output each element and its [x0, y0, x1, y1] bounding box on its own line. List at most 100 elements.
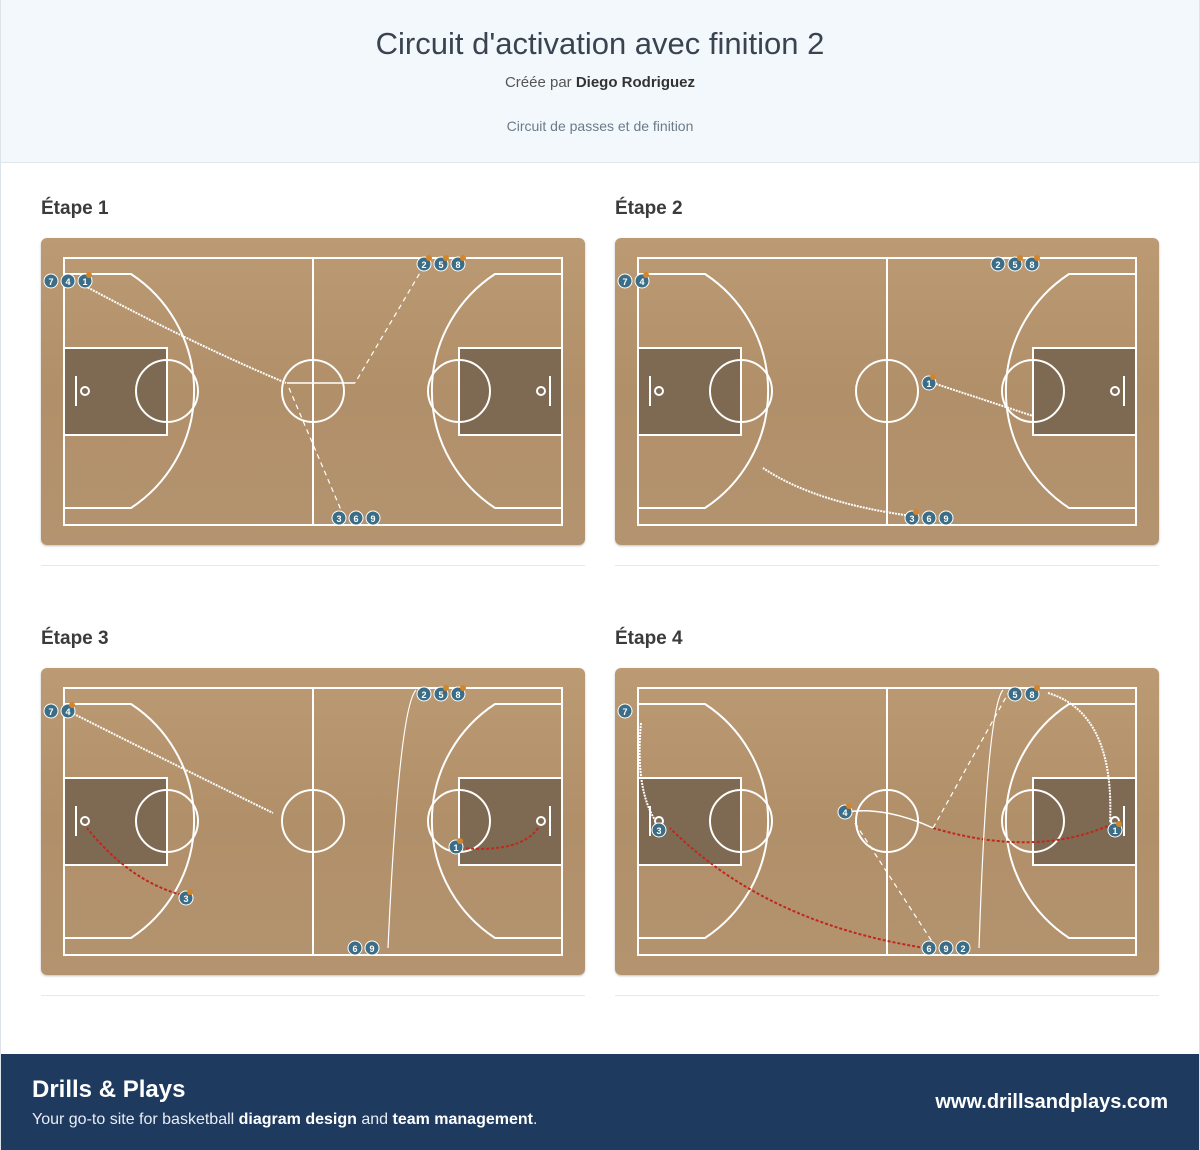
- cut-line: [387, 689, 417, 949]
- court-diagram-3[interactable]: 7 4 2 5 8 3 1 6 9: [41, 668, 585, 975]
- left-rim: [80, 816, 90, 826]
- left-paint: [63, 777, 168, 866]
- left-rim: [654, 386, 664, 396]
- player-number: 5: [1012, 690, 1017, 700]
- ball-icon: [930, 374, 936, 380]
- player-token: [651, 822, 667, 838]
- player-token: [43, 273, 59, 289]
- divider: [41, 995, 585, 996]
- player-number: 7: [48, 277, 53, 287]
- player-number: 7: [622, 277, 627, 287]
- right-rim: [536, 816, 546, 826]
- court-svg-1: 7 4 1 2 5 8 3 6 9: [43, 255, 563, 526]
- player-number: 4: [65, 707, 70, 717]
- dribble-path: [1047, 692, 1112, 824]
- player-number: 6: [926, 514, 931, 524]
- ball-icon: [1017, 255, 1023, 261]
- right-ft-circle: [1001, 359, 1065, 423]
- player-number: 5: [438, 260, 443, 270]
- right-ft-circle: [1001, 789, 1065, 853]
- ball-icon: [457, 838, 463, 844]
- player-number: 9: [943, 944, 948, 954]
- page-title: Circuit d'activation avec finition 2: [375, 26, 825, 61]
- player-token: [348, 510, 364, 526]
- player-number: 3: [909, 514, 914, 524]
- step-3-title: Étape 3: [41, 628, 109, 649]
- pass-line: [288, 387, 342, 511]
- player-number: 8: [455, 690, 460, 700]
- left-three-point-line: [64, 273, 196, 509]
- player-token: [955, 940, 971, 956]
- dribble-path: [67, 710, 274, 814]
- drill-description: Circuit de passes et de finition: [506, 118, 694, 134]
- player-token: [416, 686, 432, 702]
- player-number: 3: [183, 894, 188, 904]
- ball-icon: [1116, 821, 1122, 827]
- right-paint: [458, 347, 563, 436]
- cut-line: [978, 689, 1004, 949]
- tagline-bold: team management: [392, 1111, 533, 1128]
- step-2-title: Étape 2: [615, 198, 683, 219]
- right-paint: [1032, 347, 1137, 436]
- center-circle: [281, 359, 345, 423]
- player-token: [921, 940, 937, 956]
- step-2: Étape 2 7 4 2 5 8 1 3 6: [615, 198, 1159, 566]
- player-number: 5: [438, 690, 443, 700]
- court-diagram-2[interactable]: 7 4 2 5 8 1 3 6 9: [615, 238, 1159, 545]
- court-lines: [637, 257, 1137, 526]
- ball-icon: [460, 255, 466, 261]
- left-three-point-line: [64, 703, 196, 939]
- ball-icon: [1034, 685, 1040, 691]
- player-number: 4: [65, 277, 70, 287]
- player-number: 1: [453, 843, 458, 853]
- player-token: [43, 703, 59, 719]
- court-diagram-4[interactable]: 7 3 4 5 8 1 6 9 2: [615, 668, 1159, 975]
- right-ft-circle: [427, 359, 491, 423]
- tagline-text: and: [356, 1111, 393, 1128]
- player-number: 6: [353, 514, 358, 524]
- player-number: 9: [943, 514, 948, 524]
- dribble-path: [84, 285, 287, 384]
- player-number: 2: [960, 944, 965, 954]
- right-three-point-line: [430, 703, 562, 939]
- player-number: 9: [370, 514, 375, 524]
- ball-icon: [187, 889, 193, 895]
- byline: Créée par Diego Rodriguez: [1, 74, 1199, 91]
- left-three-point-line: [638, 273, 770, 509]
- dribble-path: [932, 382, 1034, 417]
- pass-line: [854, 822, 934, 944]
- player-token: [331, 510, 347, 526]
- step-4-title: Étape 4: [615, 628, 683, 649]
- ball-icon: [846, 803, 852, 809]
- step-1: Étape 1 7 4 1 2 5 8: [41, 198, 585, 566]
- player-token: [1007, 686, 1023, 702]
- player-number: 7: [622, 707, 627, 717]
- footer-site-link[interactable]: www.drillsandplays.com: [935, 1091, 1168, 1113]
- move-path: [844, 809, 934, 829]
- player-number: 2: [995, 260, 1000, 270]
- dribble-path: [638, 722, 656, 821]
- left-ft-circle: [135, 359, 199, 423]
- page-header: Circuit d'activation avec finition 2 Cré…: [1, 0, 1199, 163]
- player-number: 1: [82, 277, 87, 287]
- ball-icon: [913, 509, 919, 515]
- dribble-path-red: [86, 827, 187, 897]
- court-svg-2: 7 4 2 5 8 1 3 6 9: [617, 255, 1137, 526]
- court-diagram-1[interactable]: 7 4 1 2 5 8 3 6 9: [41, 238, 585, 545]
- player-token: [938, 940, 954, 956]
- player-token: [60, 273, 76, 289]
- player-number: 8: [455, 260, 460, 270]
- ball-icon: [426, 255, 432, 261]
- right-three-point-line: [1004, 703, 1136, 939]
- left-ft-circle: [135, 789, 199, 853]
- player-number: 7: [48, 707, 53, 717]
- center-circle: [281, 789, 345, 853]
- left-rim: [80, 386, 90, 396]
- tagline-text: Your go-to site for basketball: [32, 1111, 239, 1128]
- player-number: 3: [656, 826, 661, 836]
- pass-line: [932, 689, 1011, 829]
- player-number: 9: [369, 944, 374, 954]
- player-number: 8: [1029, 690, 1034, 700]
- players: 7 4 2 5 8 1 3 6 9: [617, 255, 1040, 526]
- step-3: Étape 3 7 4 2 5 8 3: [41, 628, 585, 996]
